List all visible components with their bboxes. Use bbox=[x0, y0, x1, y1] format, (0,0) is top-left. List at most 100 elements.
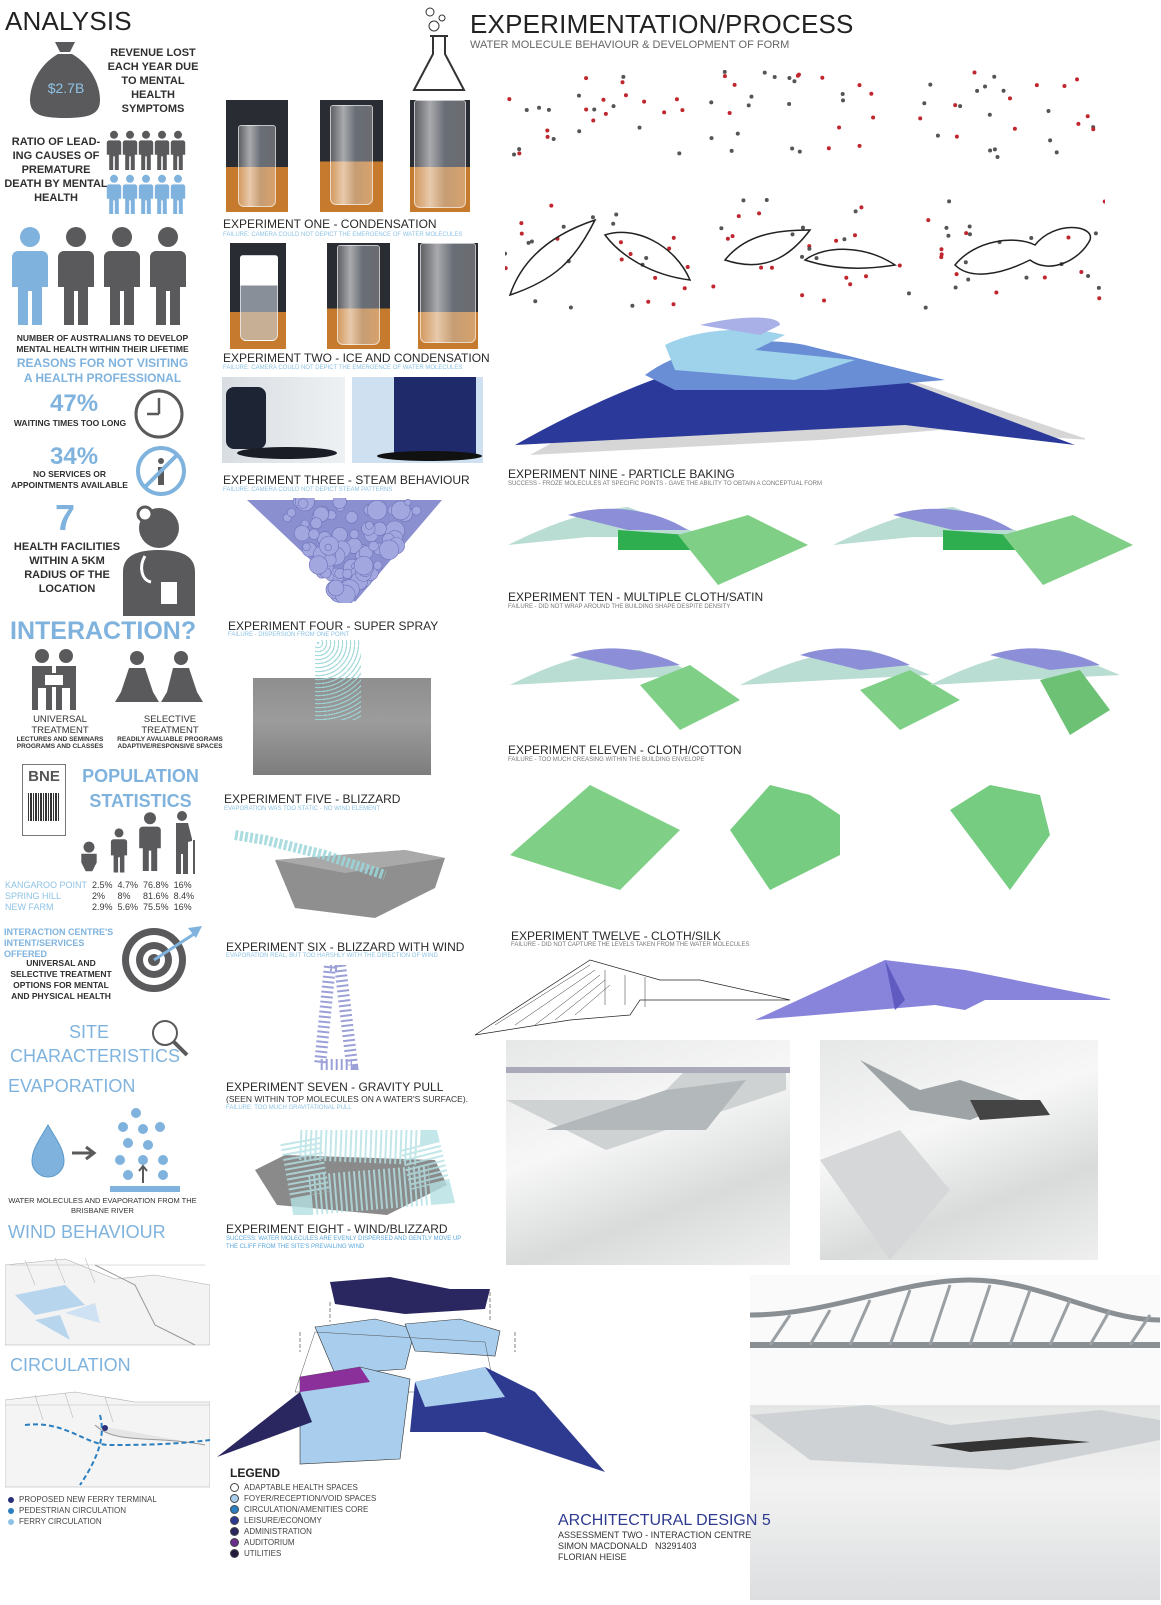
experiment-seven-title: EXPERIMENT SEVEN - GRAVITY PULL bbox=[226, 1080, 444, 1094]
particle-dot bbox=[844, 275, 849, 280]
particle-dot bbox=[848, 282, 853, 287]
particle-dot bbox=[529, 239, 534, 244]
services-percent: 34% bbox=[50, 443, 99, 470]
particle-dot bbox=[507, 97, 512, 102]
experiment-two-note: FAILURE: CAMERA COULD NOT DEPICT THE EME… bbox=[223, 365, 463, 371]
ratio-people-icons bbox=[106, 130, 188, 214]
particle-dot bbox=[671, 302, 676, 307]
circulation-legend: PROPOSED NEW FERRY TERMINAL PEDESTRIAN C… bbox=[8, 1494, 157, 1527]
particle-dot bbox=[611, 221, 616, 226]
experiment-six-note: EVAPORATION REAL, BUT TOO HARSHLY WITH T… bbox=[226, 953, 438, 959]
particle-dot bbox=[869, 91, 874, 96]
particle-dot bbox=[746, 103, 751, 108]
particle-dot bbox=[857, 83, 862, 88]
particle-dot bbox=[722, 70, 727, 74]
arrow-icon bbox=[72, 1145, 97, 1161]
legend-label: PROPOSED NEW FERRY TERMINAL bbox=[19, 1495, 157, 1504]
particle-dot bbox=[1062, 84, 1067, 89]
evaporation-title: EVAPORATION bbox=[8, 1076, 136, 1096]
legend-item: UTILITIES bbox=[230, 1548, 376, 1559]
particle-dot bbox=[727, 111, 732, 116]
experiment-eleven-note: FAILURE - TOO MUCH CREASING WITHIN THE B… bbox=[508, 757, 705, 763]
selective-line2: ADAPTIVE/RESPONSIVE SPACES bbox=[117, 743, 223, 750]
particle-dot bbox=[1091, 127, 1096, 132]
particle-dot bbox=[1048, 138, 1053, 143]
facilities-text: HEALTH FACILITIES WITHIN A 5KM RADIUS OF… bbox=[13, 541, 121, 595]
tutor-name: FLORIAN HEISE bbox=[558, 1552, 627, 1562]
particle-dot bbox=[995, 155, 1000, 160]
experiment-one-note: FAILURE: CAMERA COULD NOT DEPICT THE EME… bbox=[223, 232, 463, 238]
cloth-form bbox=[833, 507, 1133, 585]
form-wireframes bbox=[475, 959, 1110, 1036]
steam-bubble bbox=[404, 498, 412, 506]
particle-dot bbox=[623, 93, 628, 98]
particle-dot bbox=[918, 116, 923, 121]
particle-dot bbox=[630, 303, 635, 308]
cell: 8% bbox=[117, 891, 131, 901]
credits: ARCHITECTURAL DESIGN 5 ASSESSMENT TWO - … bbox=[558, 1512, 771, 1563]
interaction-title: INTERACTION? bbox=[10, 617, 197, 645]
particle-dot bbox=[642, 99, 647, 104]
cell: 8.4% bbox=[173, 891, 195, 901]
experiment-six-title: EXPERIMENT SIX - BLIZZARD WITH WIND bbox=[226, 940, 465, 954]
particle-dot bbox=[972, 70, 977, 75]
particle-dot bbox=[814, 256, 819, 261]
suburb-name: SPRING HILL bbox=[5, 891, 62, 901]
molecule-icons bbox=[115, 1108, 168, 1180]
particle-dot bbox=[964, 231, 969, 236]
circulation-sketch bbox=[5, 1391, 210, 1488]
experiment-two-photo bbox=[230, 243, 286, 349]
particle-dot bbox=[749, 94, 754, 99]
particle-dot bbox=[923, 305, 928, 310]
particle-dot bbox=[837, 125, 842, 130]
particle-dot bbox=[590, 215, 595, 220]
particle-dot bbox=[800, 293, 805, 298]
selective-treatment: SELECTIVE TREATMENT READILY AVALIABLE PR… bbox=[114, 714, 226, 750]
particle-dot bbox=[1024, 275, 1029, 280]
experiment-nine-title: EXPERIMENT NINE - PARTICLE BAKING bbox=[508, 467, 735, 481]
particle-dot bbox=[519, 221, 524, 226]
particle-dot bbox=[551, 136, 556, 141]
cloth-form bbox=[510, 785, 680, 890]
particle-dot bbox=[592, 107, 597, 112]
assessment-title: ASSESSMENT TWO - INTERACTION CENTRE bbox=[558, 1530, 752, 1540]
revenue-text: REVENUE LOST EACH YEAR DUE TO MENTAL HEA… bbox=[107, 47, 199, 115]
particle-dot bbox=[954, 272, 959, 277]
legend-label: ADMINISTRATION bbox=[244, 1527, 312, 1536]
circulation-title: CIRCULATION bbox=[10, 1355, 131, 1375]
cell: 16% bbox=[173, 902, 192, 912]
particle-dot bbox=[983, 84, 988, 89]
particle-dot bbox=[524, 107, 529, 112]
child-icon bbox=[110, 826, 128, 874]
particle-dot bbox=[1042, 275, 1047, 280]
particle-dot bbox=[619, 257, 624, 262]
legend-swatch bbox=[230, 1505, 239, 1514]
particle-dot bbox=[1054, 150, 1059, 155]
baby-icon bbox=[81, 841, 97, 872]
particle-dot bbox=[871, 115, 876, 120]
experiment-nine-note: SUCCESS - FROZE MOLECULES AT SPECIFIC PO… bbox=[508, 481, 822, 487]
experiment-one-title: EXPERIMENT ONE - CONDENSATION bbox=[223, 217, 437, 231]
particle-dot bbox=[807, 246, 812, 251]
legend-item: LEISURE/ECONOMY bbox=[230, 1515, 376, 1526]
particle-dot bbox=[603, 111, 608, 116]
silk-form bbox=[755, 960, 1110, 1020]
particle-dot bbox=[545, 128, 550, 133]
particle-dot bbox=[939, 247, 944, 252]
particle-dot bbox=[1079, 269, 1084, 274]
particle-dot bbox=[1086, 273, 1091, 278]
legend-label: ADAPTABLE HEALTH SPACES bbox=[244, 1483, 358, 1492]
particle-dot bbox=[994, 290, 999, 295]
particle-dot bbox=[709, 136, 714, 141]
particle-dot bbox=[549, 203, 554, 208]
legend-item: ADMINISTRATION bbox=[230, 1526, 376, 1537]
steam-bubble bbox=[297, 498, 309, 509]
particle-dot bbox=[614, 212, 619, 217]
experiment-seven-subtitle: (SEEN WITHIN TOP MOLECULES ON A WATER'S … bbox=[226, 1094, 469, 1104]
analysis-title: ANALYSIS bbox=[5, 6, 132, 36]
particle-dot bbox=[762, 70, 767, 75]
steam-bubble bbox=[368, 540, 379, 552]
particle-dot bbox=[512, 152, 517, 157]
